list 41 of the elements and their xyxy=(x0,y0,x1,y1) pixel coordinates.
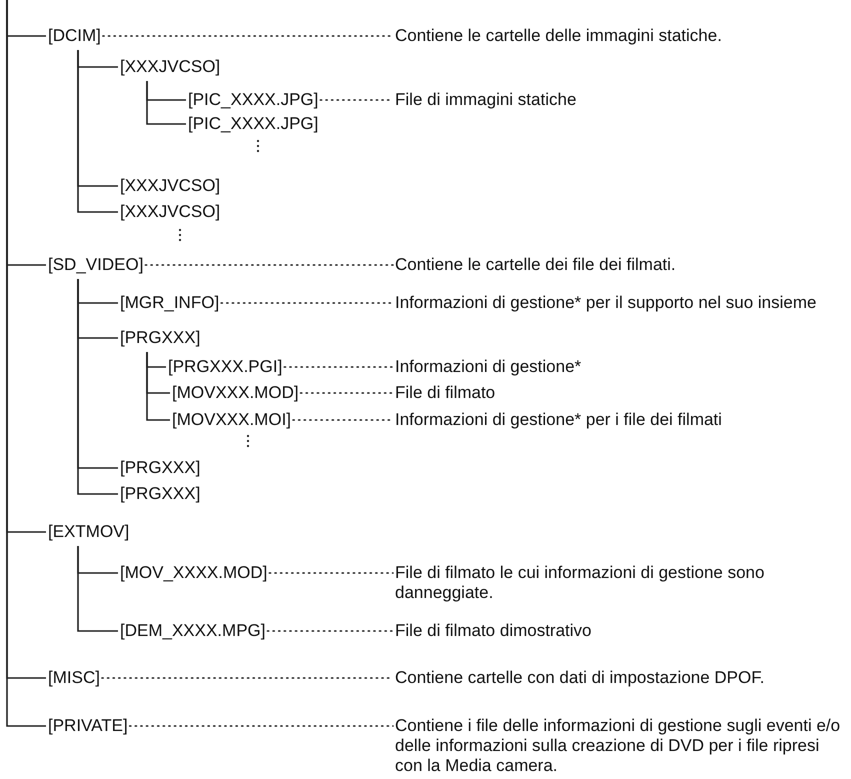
folder-label: [XXXJVCSO] xyxy=(120,202,220,222)
dotted-leader-line xyxy=(266,630,394,632)
dotted-leader-line xyxy=(284,366,394,368)
folder-label: [PRGXXX] xyxy=(120,328,200,348)
description-text: Contiene cartelle con dati di impostazione DPOF. xyxy=(395,668,845,688)
folder-label: [MOVXXX.MOD] xyxy=(172,383,299,403)
description-text: Informazioni di gestione* per i file dei filmati xyxy=(395,410,845,430)
folder-label: [EXTMOV] xyxy=(48,522,130,542)
description-text: File di filmato xyxy=(395,383,845,403)
dotted-leader-line xyxy=(268,572,394,574)
description-text: Contiene i file delle informazioni di gestione sugli eventi e/o delle informazioni sulla creazione di DVD per i file ripresi con la Media camera. xyxy=(395,716,845,776)
description-text: Informazioni di gestione* xyxy=(395,357,845,377)
description-text: File di filmato dimostrativo xyxy=(395,621,845,641)
folder-label: [PIC_XXXX.JPG] xyxy=(188,114,318,134)
tree-line xyxy=(77,50,118,213)
folder-label: [PRIVATE] xyxy=(48,716,128,736)
folder-label: [XXXJVCSO] xyxy=(120,57,220,77)
dotted-leader-line xyxy=(128,725,394,727)
dotted-leader-line xyxy=(220,302,394,304)
description-text: File di immagini statiche xyxy=(395,90,845,110)
description-text: Informazioni di gestione* per il supporto nel suo insieme xyxy=(395,293,845,313)
folder-label: [PRGXXX.PGI] xyxy=(168,357,282,377)
folder-label: [PRGXXX] xyxy=(120,458,200,478)
folder-label: [DCIM] xyxy=(48,26,101,46)
folder-label: [MISC] xyxy=(48,668,100,688)
folder-label: [SD_VIDEO] xyxy=(48,255,144,275)
folder-label: [MGR_INFO] xyxy=(120,293,220,313)
folder-label: [MOV_XXXX.MOD] xyxy=(120,563,268,583)
dotted-leader-line xyxy=(300,392,394,394)
tree-line xyxy=(146,81,186,125)
description-text: Contiene le cartelle dei file dei filmati. xyxy=(395,255,845,275)
folder-label: [XXXJVCSO] xyxy=(120,176,220,196)
description-text: Contiene le cartelle delle immagini statiche. xyxy=(395,26,845,46)
folder-label: [MOVXXX.MOI] xyxy=(172,410,292,430)
folder-label: [DEM_XXXX.MPG] xyxy=(120,621,266,641)
folder-label: [PRGXXX] xyxy=(120,484,200,504)
dotted-leader-line xyxy=(144,264,394,266)
description-text: File di filmato le cui informazioni di gestione sono danneggiate. xyxy=(395,563,845,603)
tree-line xyxy=(77,546,118,632)
folder-label: [PIC_XXXX.JPG] xyxy=(188,90,318,110)
tree-line xyxy=(146,352,170,421)
